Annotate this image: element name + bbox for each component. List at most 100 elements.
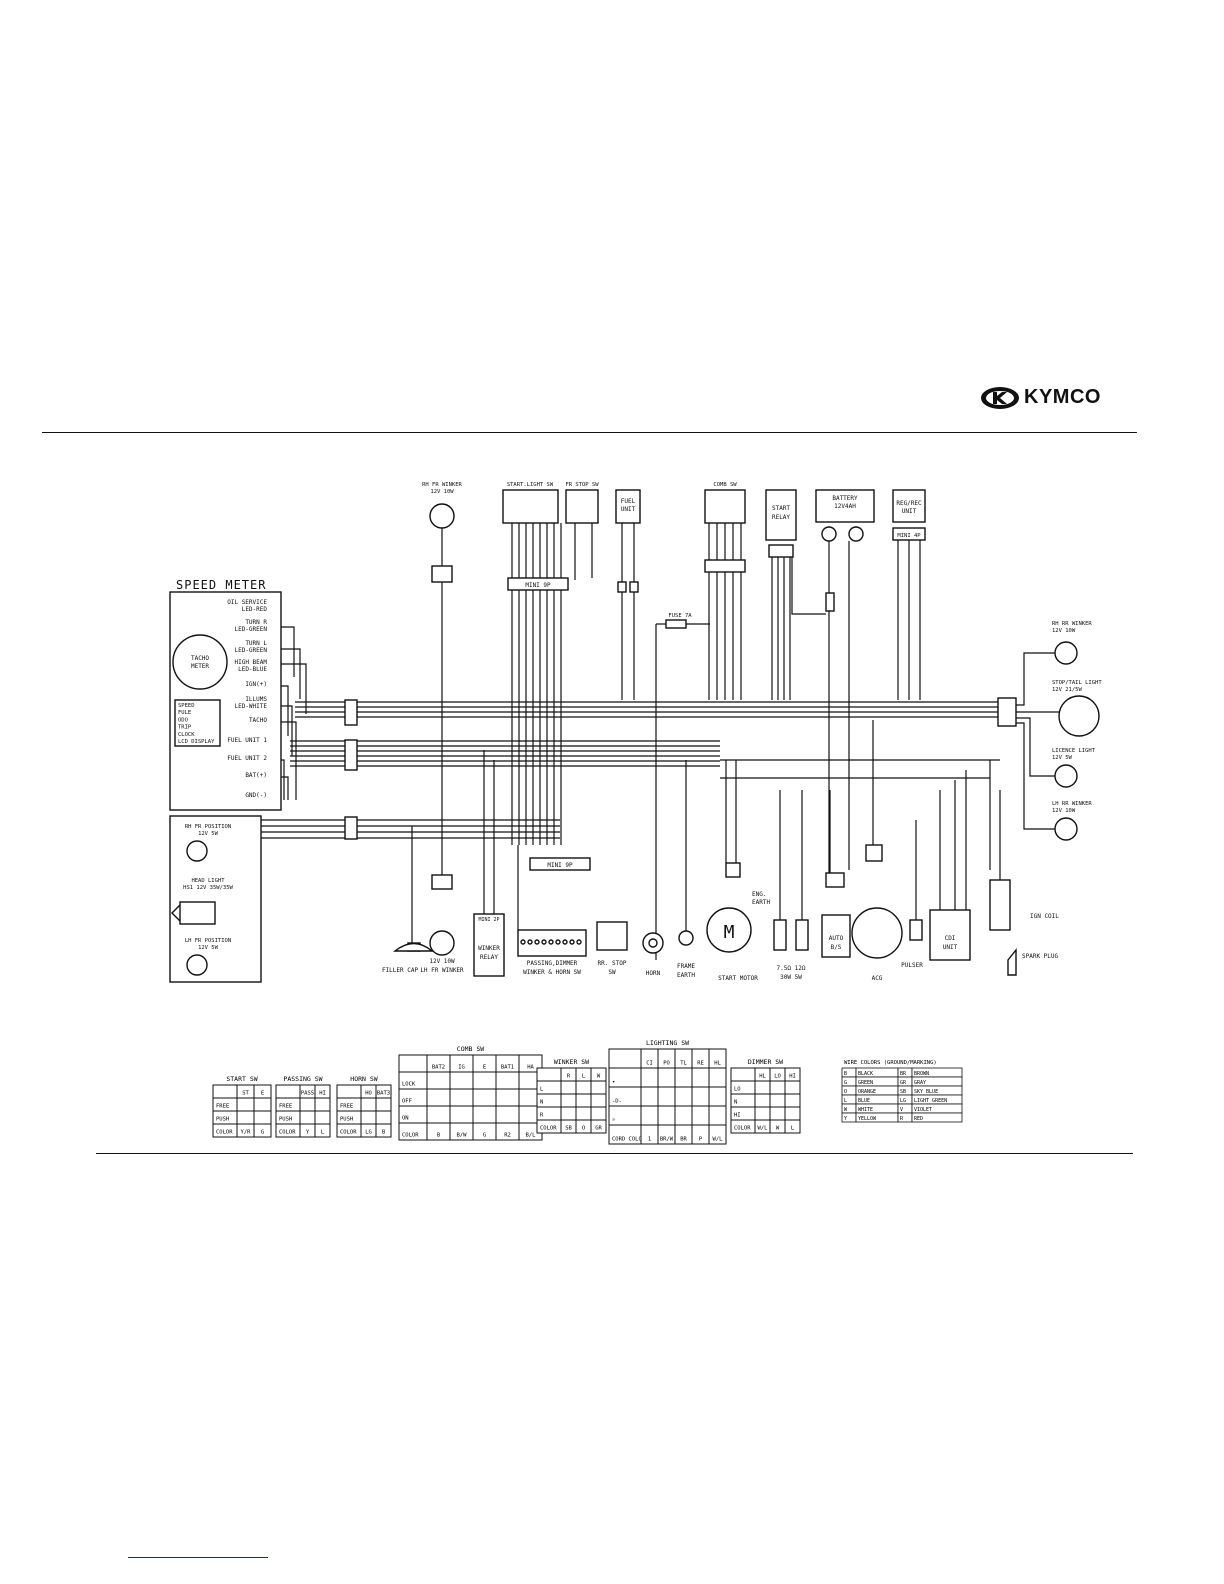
reg-rec-label: REG/REC (896, 500, 922, 507)
dimmer-sw-table-cell-text: N (734, 1100, 737, 1106)
rr-stop-sw-label: RR. STOP (598, 960, 627, 967)
switch-contact (520, 939, 526, 945)
dimmer-sw-table-cell (784, 1093, 801, 1108)
comb-sw-table-cell (472, 1088, 497, 1107)
speed-meter-item: BAT(+) (245, 772, 267, 779)
dimmer-sw-table-cell (769, 1106, 786, 1121)
dimmer-sw-table-cell-text: COLOR (734, 1126, 751, 1132)
lh-winker-connector (431, 874, 453, 890)
wire-colors-cell-text: B (844, 1071, 847, 1077)
winker-sw-table-cell-text: R (540, 1113, 544, 1119)
speed-meter-item: IGN(+) (245, 681, 267, 688)
wire-colors-cell-text: ORANGE (858, 1089, 876, 1095)
winker-sw-table-cell-text: N (540, 1100, 543, 1106)
mini-9p-bottom-label: MINI 9P (547, 862, 573, 869)
horn-center (648, 938, 658, 948)
winker-connector (431, 565, 453, 583)
start-relay-label: RELAY (772, 514, 790, 521)
winker-sw-table-cell (560, 1106, 577, 1121)
ign-coil-box (989, 879, 1011, 931)
wire-colors-cell-text: GRAY (914, 1080, 926, 1086)
start-sw-table-cell-text: ST (242, 1091, 249, 1097)
start-sw-table-cell (253, 1097, 272, 1112)
horn-sw-table-cell-text: B (382, 1130, 386, 1136)
horn-sw-table-cell-text: HO (365, 1091, 372, 1097)
wire-colors-cell-text: LIGHT GREEN (914, 1098, 947, 1104)
kymco-emblem-icon (981, 387, 1019, 409)
comb-sw-table-cell (426, 1088, 451, 1107)
dimmer-sw-table-cell (784, 1080, 801, 1095)
lh-rr-winker-label: LH RR WINKER (1052, 801, 1092, 807)
wire-colors-cell-text: LG (900, 1098, 906, 1104)
start-motor-label: START MOTOR (718, 975, 758, 982)
licence-light-label: 12V 5W (1052, 755, 1073, 761)
spark-plug-label: SPARK PLUG (1022, 953, 1059, 960)
mini-9p-label: MINI 9P (525, 582, 551, 589)
wire-colors-title: WIRE COLORS (GROUND/MARKING) (844, 1060, 937, 1066)
switch-contact (562, 939, 568, 945)
mini-2p-label: MINI 2P (478, 917, 499, 923)
resistor-1 (773, 919, 787, 951)
comb-sw-table-cell (426, 1105, 451, 1124)
winker-relay-label: RELAY (480, 954, 498, 961)
kymco-logo (981, 387, 1019, 409)
lighting-sw-table-cell-text: BR/W (660, 1137, 674, 1143)
start-sw-table-cell-text: PUSH (216, 1117, 229, 1123)
comb-sw-table-cell-text: G (483, 1133, 486, 1139)
horn-sw-table-cell-text: BAT3 (377, 1091, 390, 1097)
resistor-label: 30W 5W (780, 974, 802, 981)
wire-colors-cell-text: SKY BLUE (914, 1089, 938, 1095)
resistor-2 (795, 919, 809, 951)
component-shapes (169, 489, 1100, 983)
rear-wire (1016, 652, 1055, 706)
mini-9p-bottom (529, 857, 591, 871)
frame-earth-label: EARTH (677, 972, 695, 979)
headlight-label: HS1 12V 35W/35W (183, 885, 233, 891)
horn-label: HORN (646, 970, 661, 977)
dimmer-sw-table-cell-text: W (776, 1126, 780, 1132)
dimmer-sw-table-cell (769, 1093, 786, 1108)
acg-label: ACG (872, 975, 883, 982)
connector-left-2 (344, 739, 358, 771)
switch-contact (548, 939, 554, 945)
passing-sw-table-cell (275, 1084, 301, 1099)
reg-rec-box (892, 489, 926, 523)
lighting-sw-table-cell (674, 1086, 693, 1107)
comb-sw-table-cell-text: E (483, 1065, 486, 1071)
speed-meter-item: HIGH BEAM (234, 659, 267, 666)
dimmer-sw-table-cell (754, 1106, 771, 1121)
start-sw-table-cell-text: COLOR (216, 1130, 233, 1136)
lighting-sw-table-cell-text: W/L (713, 1137, 724, 1143)
spark-plug-shape (1007, 948, 1017, 976)
fuel-unit-label: FUEL (621, 498, 636, 505)
speed-meter-item: TURN L (245, 640, 267, 647)
dimmer-sw-table-cell (730, 1067, 756, 1082)
wire-colors-cell-text: RED (914, 1116, 923, 1122)
winker-sw-table-cell-text: GR (595, 1126, 602, 1132)
dimmer-sw-table-cell-text: LO (774, 1074, 781, 1080)
start-motor-connector (725, 862, 741, 878)
passing-sw-table-cell-text: COLOR (279, 1130, 296, 1136)
wire-colors-cell-text: L (844, 1098, 847, 1104)
wire-colors-cell-text: Y (844, 1116, 847, 1122)
comb-sw-table-cell-text: COLOR (402, 1133, 419, 1139)
winker-sw-table-cell-text: COLOR (540, 1126, 557, 1132)
horn-sw-table-cell-text: COLOR (340, 1130, 357, 1136)
dimmer-sw-table-cell-text: L (791, 1126, 795, 1132)
horn-sw-table-title: HORN SW (350, 1075, 377, 1083)
start-sw-table-title: START SW (226, 1075, 257, 1083)
battery-terminal-neg (821, 526, 837, 542)
footer-link-line[interactable] (128, 1557, 268, 1558)
wire-colors-cell-text: W (844, 1107, 848, 1113)
speed-meter-item: LED-BLUE (238, 666, 267, 673)
start-light-sw-box (502, 489, 559, 524)
passing-sw-table-cell-text: L (321, 1130, 325, 1136)
comb-sw-table-cell (495, 1071, 520, 1090)
